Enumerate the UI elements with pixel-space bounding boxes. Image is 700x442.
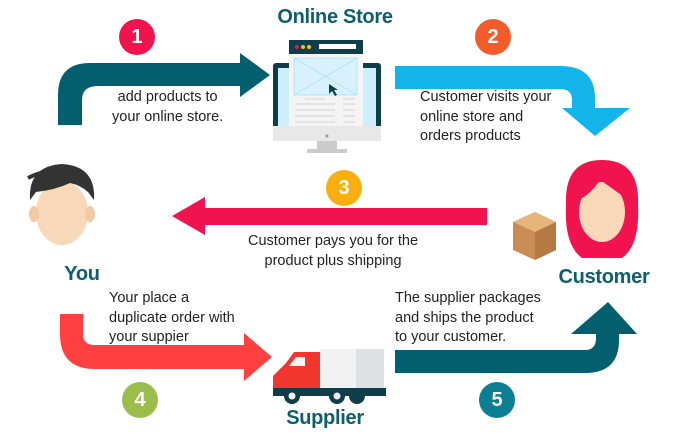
step-5-text: The supplier packages and ships the prod… — [395, 289, 541, 348]
step-1-badge: 1 — [119, 19, 155, 55]
step-1-text: add products to your online store. — [112, 88, 223, 127]
step-3-text: Customer pays you for the product plus s… — [248, 232, 418, 271]
truck-icon — [273, 349, 386, 404]
step-5-badge: 5 — [479, 382, 515, 418]
text-line: add products to — [117, 89, 218, 105]
you-avatar — [27, 164, 95, 245]
arrow-step-4 — [60, 314, 272, 381]
text-line: duplicate order with — [109, 309, 235, 326]
text-line: Customer pays you for the — [248, 233, 419, 249]
arrow-step-1 — [58, 53, 270, 125]
arrow-step-3 — [172, 197, 487, 235]
customer-avatar — [565, 160, 639, 258]
text-line: Your place a — [109, 290, 190, 306]
arrow-step-2 — [395, 66, 630, 136]
text-line: Customer visits your — [420, 89, 552, 105]
text-line: to your customer. — [395, 329, 507, 345]
text-line: product plus shipping — [264, 252, 402, 269]
step-3-badge: 3 — [326, 170, 362, 206]
step-2-badge: 2 — [475, 19, 511, 55]
supplier-label: Supplier — [286, 407, 364, 429]
step-4-badge: 4 — [122, 382, 158, 418]
text-line: your suppier — [109, 329, 189, 345]
arrow-step-5 — [395, 302, 637, 373]
text-line: and ships the product — [395, 309, 534, 326]
customer-label: Customer — [558, 266, 650, 288]
monitor-icon — [273, 40, 381, 153]
text-line: your online store. — [112, 108, 224, 125]
step-2-text: Customer visits your online store and or… — [420, 88, 551, 147]
text-line: orders products — [420, 128, 521, 144]
text-line: online store and — [420, 108, 524, 125]
you-label: You — [64, 263, 100, 285]
online-store-title: Online Store — [277, 6, 393, 28]
text-line: The supplier packages — [395, 290, 541, 306]
step-4-text: Your place a duplicate order with your s… — [109, 289, 235, 348]
package-box-icon — [513, 212, 556, 260]
